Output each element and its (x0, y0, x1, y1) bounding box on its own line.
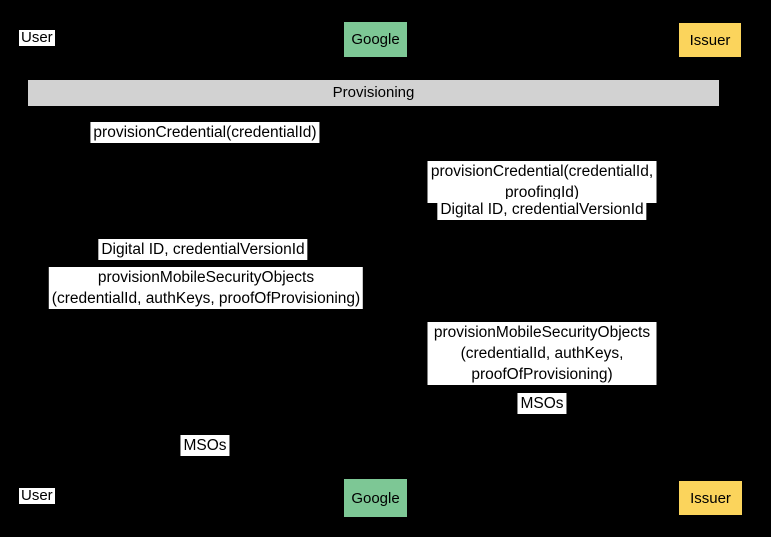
actor-issuer-top: Issuer (679, 23, 741, 57)
message-provision-credential-user-google: provisionCredential(credentialId) (90, 122, 320, 143)
actor-google-bottom: Google (344, 479, 407, 517)
actor-issuer-bottom: Issuer (679, 481, 742, 515)
phase-band-provisioning: Provisioning (28, 80, 719, 106)
message-digital-id-issuer-google: Digital ID, credentialVersionId (437, 199, 647, 220)
actor-google-top: Google (344, 22, 407, 57)
message-msos-google-user: MSOs (180, 435, 230, 456)
message-msos-issuer-google: MSOs (517, 393, 567, 414)
message-digital-id-google-user: Digital ID, credentialVersionId (98, 239, 308, 260)
message-provision-msos-google-issuer: provisionMobileSecurityObjects (credenti… (427, 322, 657, 385)
actor-user-bottom: User (19, 487, 55, 504)
message-provision-credential-google-issuer: provisionCredential(credentialId, proofi… (427, 161, 657, 203)
message-provision-msos-user-google: provisionMobileSecurityObjects (credenti… (48, 267, 364, 309)
actor-user-top: User (19, 29, 55, 46)
